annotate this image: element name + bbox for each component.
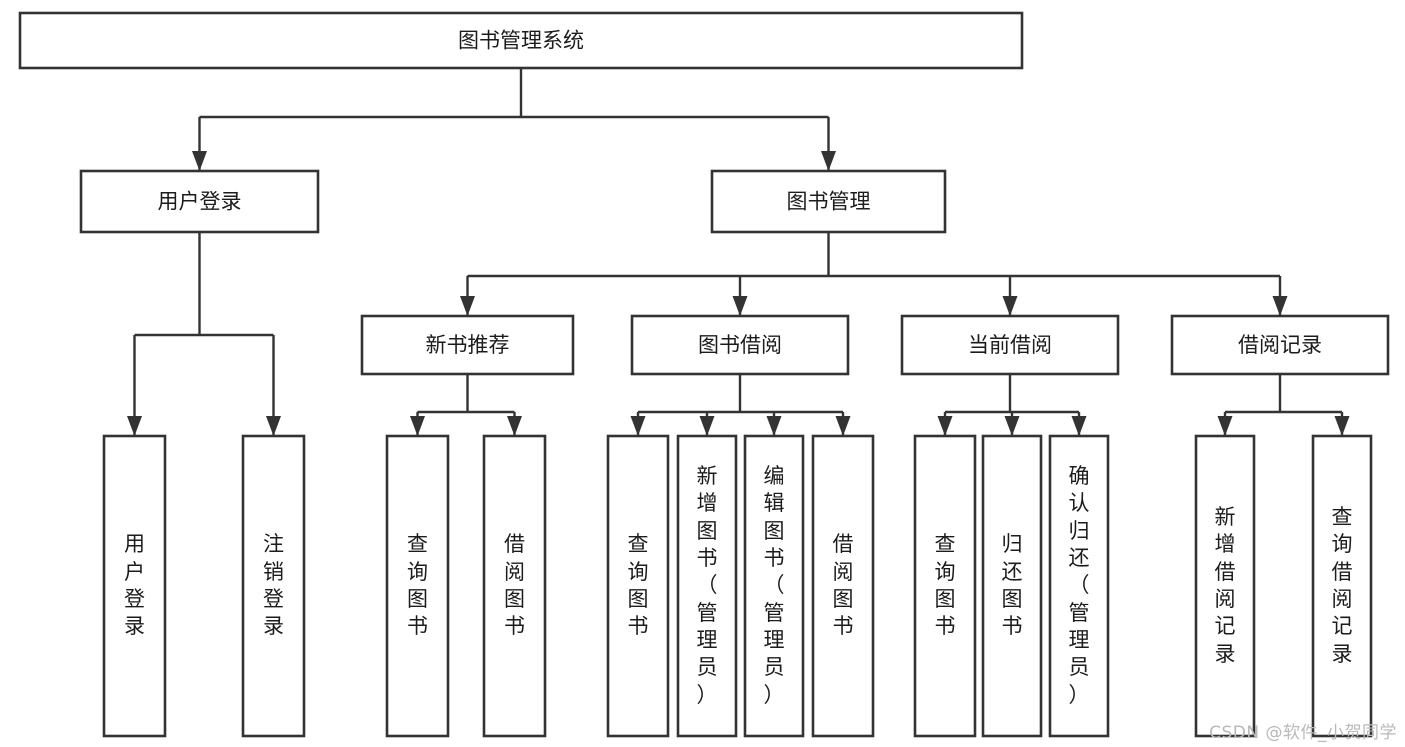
node-br-add-record[interactable]	[1194, 434, 1256, 738]
arrow-head	[630, 416, 646, 436]
arrow-head	[699, 416, 715, 436]
node-cb-return-book[interactable]	[981, 434, 1043, 738]
node-box-layer	[18, 11, 1390, 738]
arrow-head	[1002, 296, 1018, 316]
node-label-new-book-rec: 新书推荐	[426, 333, 510, 357]
arrow-head	[766, 416, 782, 436]
node-box-bb-edit-book[interactable]	[743, 434, 805, 738]
node-box-bb-borrow-book[interactable]	[811, 434, 875, 738]
arrow-head	[127, 416, 142, 436]
node-user-login[interactable]	[79, 169, 320, 234]
node-root[interactable]	[18, 11, 1024, 70]
node-cb-confirm-return[interactable]	[1048, 434, 1110, 738]
node-box-book-manage[interactable]	[710, 169, 947, 234]
node-borrow-record[interactable]	[1170, 314, 1390, 376]
node-box-nbr-query-book[interactable]	[385, 434, 450, 738]
node-label-current-borrow: 当前借阅	[968, 333, 1052, 357]
node-box-cb-return-book[interactable]	[981, 434, 1043, 738]
node-label-root: 图书管理系统	[458, 29, 584, 53]
arrow-head	[410, 416, 425, 436]
node-br-query-record[interactable]	[1311, 434, 1373, 738]
node-label-book-borrow: 图书借阅	[698, 333, 782, 357]
node-box-book-borrow[interactable]	[630, 314, 850, 376]
node-bb-query-book[interactable]	[606, 434, 670, 738]
node-box-cb-query-book[interactable]	[913, 434, 977, 738]
arrow-head	[507, 416, 522, 436]
node-box-root[interactable]	[18, 11, 1024, 70]
node-box-user-login[interactable]	[79, 169, 320, 234]
node-box-br-query-record[interactable]	[1311, 434, 1373, 738]
node-bb-edit-book[interactable]	[743, 434, 805, 738]
node-new-book-rec[interactable]	[360, 314, 575, 376]
arrow-head	[732, 296, 748, 316]
arrow-head	[1217, 416, 1233, 436]
node-box-bb-query-book[interactable]	[606, 434, 670, 738]
arrow-head	[835, 416, 851, 436]
arrow-head	[1071, 416, 1087, 436]
csdn-watermark: CSDN @软件_小贺同学	[1209, 723, 1397, 743]
arrow-head	[1004, 416, 1020, 436]
arrow-head	[1334, 416, 1350, 436]
arrow-head	[266, 416, 281, 436]
node-box-user-logout[interactable]	[241, 434, 306, 738]
node-user-logout[interactable]	[241, 434, 306, 738]
arrow-head	[192, 151, 207, 171]
node-label-borrow-record: 借阅记录	[1238, 333, 1322, 357]
node-book-borrow[interactable]	[630, 314, 850, 376]
node-box-nbr-borrow-book[interactable]	[482, 434, 547, 738]
node-cb-query-book[interactable]	[913, 434, 977, 738]
node-box-cb-confirm-return[interactable]	[1048, 434, 1110, 738]
node-current-borrow[interactable]	[900, 314, 1120, 376]
node-user-login-do[interactable]	[102, 434, 167, 738]
node-nbr-query-book[interactable]	[385, 434, 450, 738]
node-box-current-borrow[interactable]	[900, 314, 1120, 376]
node-box-user-login-do[interactable]	[102, 434, 167, 738]
node-label-user-login: 用户登录	[158, 190, 242, 214]
connector-layer	[127, 68, 1350, 436]
node-bb-borrow-book[interactable]	[811, 434, 875, 738]
arrow-head	[821, 151, 836, 171]
arrow-head	[460, 296, 475, 316]
node-box-new-book-rec[interactable]	[360, 314, 575, 376]
node-book-manage[interactable]	[710, 169, 947, 234]
node-label-book-manage: 图书管理	[787, 190, 871, 214]
node-box-borrow-record[interactable]	[1170, 314, 1390, 376]
node-box-br-add-record[interactable]	[1194, 434, 1256, 738]
node-bb-add-book[interactable]	[676, 434, 738, 738]
arrow-head	[937, 416, 953, 436]
node-box-bb-add-book[interactable]	[676, 434, 738, 738]
arrow-head	[1272, 296, 1288, 316]
node-nbr-borrow-book[interactable]	[482, 434, 547, 738]
